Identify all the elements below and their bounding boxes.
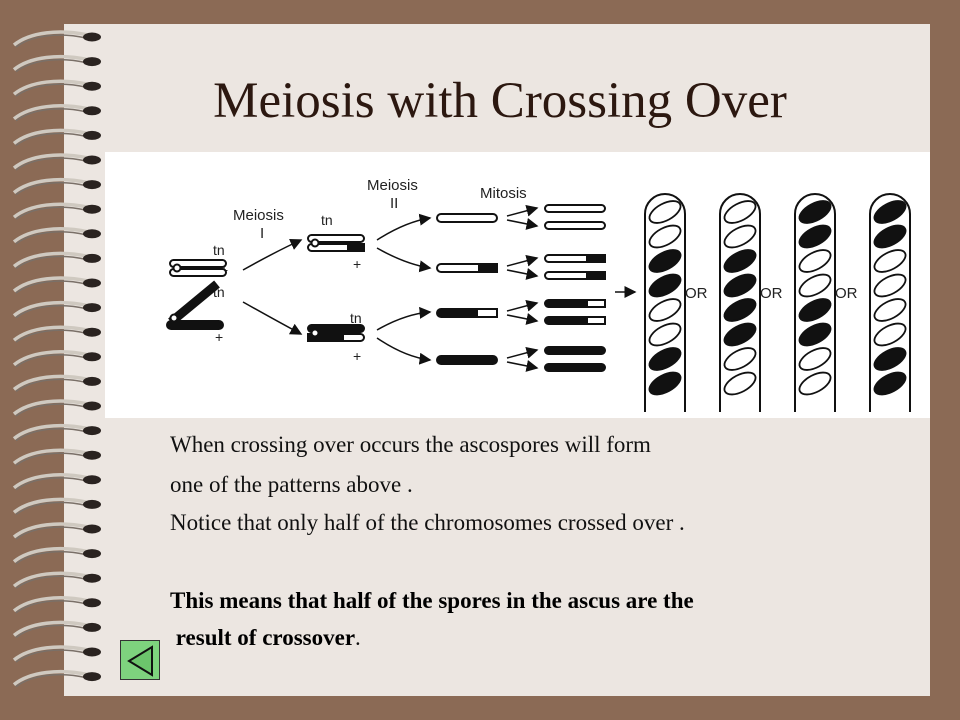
ascus [869,193,911,412]
light-spore [798,273,832,298]
meiosis-2-numeral: II [390,195,398,212]
light-spore [648,298,682,322]
binding-ring [12,350,101,368]
binding-ring [12,473,101,491]
or-label-1: OR [685,285,708,302]
light-spore [723,371,757,396]
binding-ring [12,153,101,171]
dark-spore [648,273,682,298]
ascus [644,193,686,412]
binding-ring [12,325,101,343]
binding-ring [12,251,101,270]
light-spore [648,200,682,224]
binding-ring [12,104,101,122]
bold-line-1: This means that half of the spores in th… [170,588,694,613]
meiosis-2-arrows [376,213,432,365]
light-spore [873,273,907,298]
meiosis-2-label: Meiosis [367,177,418,194]
dark-spore [723,298,757,322]
binding-ring [12,571,101,589]
binding-ring [12,448,101,466]
light-spore [723,224,757,249]
binding-ring [12,54,101,73]
plus-label-2: + [215,329,223,345]
tn-label-4: tn [350,310,362,326]
mitosis-products [544,204,606,372]
dark-spore [723,249,757,273]
binding-ring [12,669,101,688]
or-label-3: OR [835,285,858,302]
dark-spore [648,249,682,273]
binding-ring [12,522,101,540]
bold-line-2-end: . [355,625,361,650]
meiosis-1-label: Meiosis [233,207,284,224]
dark-spore [798,298,832,322]
binding-ring [12,374,101,393]
dark-spore [873,371,907,396]
dark-spore [873,224,907,249]
dark-spore [873,347,907,371]
binding-ring [12,399,101,417]
light-spore [873,322,907,347]
plus-label-3: + [353,256,361,272]
tn-label-2: tn [213,284,225,300]
binding-ring [12,202,101,220]
binding-ring [12,276,101,294]
mitosis-arrows [506,204,539,372]
meiosis-diagram: Meiosis I Meiosis II Mitosis tn + tn + t… [105,152,930,418]
spiral-binding [12,30,101,688]
light-spore [648,224,682,249]
meiosis-1-arrows [242,238,303,335]
dark-spore [723,273,757,298]
binding-ring [12,423,101,442]
dark-spore [873,200,907,224]
dark-spore [798,224,832,249]
bold-line-2-text: result of crossover [170,625,356,650]
binding-ring [12,79,101,97]
dark-spore [723,322,757,347]
ascus [794,193,836,412]
light-spore [723,200,757,224]
parent-chromosomes [166,259,227,330]
bold-line-2: result of crossover. [170,625,361,651]
dark-spore [648,347,682,371]
light-spore [798,371,832,396]
mitosis-label: Mitosis [480,185,527,202]
meiosis-2-products [436,213,498,365]
tn-label-3: tn [321,212,333,228]
ascus [719,193,761,412]
light-spore [873,298,907,322]
binding-ring [12,128,101,147]
light-spore [873,249,907,273]
meiosis-1-products [307,234,365,342]
diagram-svg: Meiosis I Meiosis II Mitosis tn + tn + t… [166,177,911,412]
dark-spore [798,200,832,224]
binding-ring [12,645,101,663]
binding-ring [12,596,101,614]
binding-ring [12,300,101,319]
back-triangle-icon [127,645,153,677]
light-spore [723,347,757,371]
light-spore [648,322,682,347]
binding-ring [12,497,101,516]
slide-title: Meiosis with Crossing Over [213,73,787,129]
binding-ring [12,177,101,196]
text-line-2: one of the patterns above . [170,472,413,497]
text-line-3: Notice that only half of the chromosomes… [170,510,685,535]
binding-ring [12,30,101,48]
binding-ring [12,620,101,639]
asci-patterns [644,193,911,412]
or-label-2: OR [760,285,783,302]
plus-label-4: + [353,348,361,364]
light-spore [798,347,832,371]
dark-spore [798,322,832,347]
back-button[interactable] [120,640,160,680]
binding-ring [12,546,101,565]
tn-label-1: tn [213,242,225,258]
text-line-1: When crossing over occurs the ascospores… [170,432,651,457]
binding-ring [12,227,101,245]
meiosis-1-numeral: I [260,225,264,242]
light-spore [798,249,832,273]
dark-spore [648,371,682,396]
